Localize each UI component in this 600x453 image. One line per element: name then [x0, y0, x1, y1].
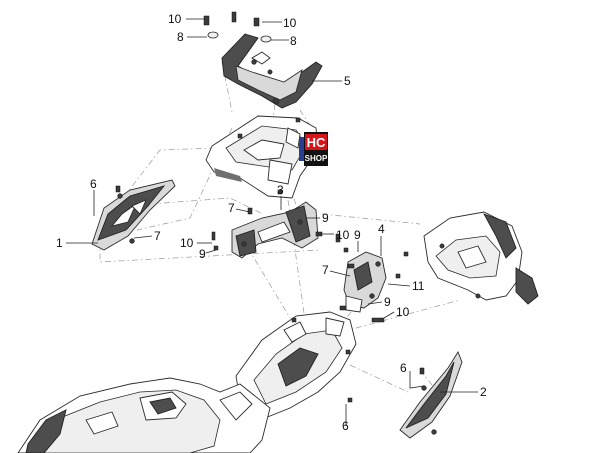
callout-9: 9 [384, 295, 391, 309]
callout-5: 5 [344, 74, 351, 88]
rear-tail-cover-part [423, 211, 539, 305]
callout-7: 7 [154, 229, 161, 243]
callout-10: 10 [336, 228, 350, 242]
callout-2: 2 [480, 385, 487, 399]
callout-4: 4 [378, 222, 385, 236]
callout-9: 9 [354, 228, 361, 242]
callout-6: 6 [90, 177, 97, 191]
leader-lines [66, 18, 478, 426]
callout-10: 10 [396, 305, 410, 319]
upper-fasteners [203, 11, 272, 43]
logo-text-hc: HC [307, 135, 326, 150]
callout-8: 8 [177, 30, 184, 44]
callout-6: 6 [400, 361, 407, 375]
right-bracket-part [343, 251, 387, 323]
grab-handle-part [221, 33, 323, 109]
hc-shop-logo: HC SHOP [299, 132, 328, 166]
left-side-panel-part [91, 179, 176, 251]
rack-base-part [205, 115, 319, 199]
callout-3: 3 [277, 183, 284, 197]
callout-7: 7 [228, 201, 235, 215]
callout-labels: 10 10 8 8 5 6 1 7 3 7 9 10 9 10 9 4 7 11… [56, 12, 487, 433]
misc-fasteners [211, 207, 409, 403]
callout-11: 11 [412, 279, 425, 293]
logo-text-shop: SHOP [305, 154, 328, 163]
callout-9: 9 [199, 247, 206, 261]
callout-8: 8 [290, 34, 297, 48]
callout-1: 1 [56, 236, 63, 250]
callout-7: 7 [322, 263, 329, 277]
callout-9: 9 [322, 211, 329, 225]
rear-subframe-part [235, 311, 357, 421]
main-body-part [17, 377, 271, 453]
callout-6: 6 [342, 419, 349, 433]
callout-10: 10 [180, 236, 194, 250]
callout-10: 10 [283, 16, 297, 30]
central-bracket-part [231, 201, 323, 259]
right-side-panel-part [399, 351, 463, 439]
callout-10: 10 [168, 12, 182, 26]
